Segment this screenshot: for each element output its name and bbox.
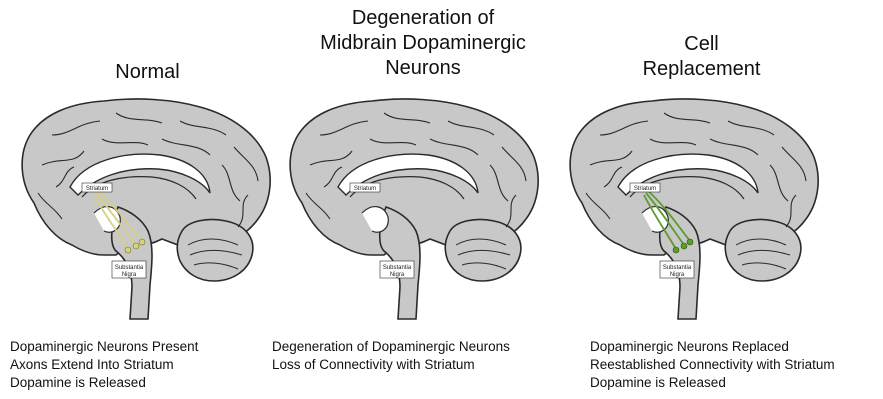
brain-diagram: Striatum Substantia Nigra [12,95,274,320]
striatum-label: Striatum [634,186,656,192]
panel-caption: Dopaminergic Neurons Present Axons Exten… [10,338,198,392]
caption-line: Dopaminergic Neurons Present [10,338,198,356]
title-line: Replacement [534,57,869,82]
nigra-label-box: Substantia Nigra [112,261,146,278]
nigra-label-line: Substantia [663,265,692,271]
title-line: Normal [0,60,295,85]
brain-diagram: Striatum Substantia Nigra [280,95,542,320]
caption-line: Dopamine is Released [590,374,835,392]
brain-outline [22,99,270,319]
nigra-label-box: Substantia Nigra [380,261,414,278]
nigra-label-line: Nigra [122,272,137,278]
striatum-label-box: Striatum [630,183,660,192]
title-line: Degeneration of [258,6,588,31]
panel-caption: Degeneration of Dopaminergic Neurons Los… [272,338,510,374]
panel-title: Normal [0,60,295,85]
title-line: Cell [534,32,869,57]
striatum-label-box: Striatum [82,183,112,192]
panel-title: Cell Replacement [534,32,869,82]
nigra-label-line: Nigra [670,272,685,278]
caption-line: Dopamine is Released [10,374,198,392]
nigra-label-box: Substantia Nigra [660,261,694,278]
caption-line: Axons Extend Into Striatum [10,356,198,374]
striatum-label-box: Striatum [350,183,380,192]
caption-line: Dopaminergic Neurons Replaced [590,338,835,356]
caption-line: Loss of Connectivity with Striatum [272,356,510,374]
panel-normal: Normal Striatum Substanti [0,0,295,399]
caption-line: Degeneration of Dopaminergic Neurons [272,338,510,356]
caption-line: Reestablished Connectivity with Striatum [590,356,835,374]
brain-outline [290,99,538,319]
nigra-label-line: Nigra [390,272,405,278]
panel-caption: Dopaminergic Neurons Replaced Reestablis… [590,338,835,392]
panel-replacement: Cell Replacement Striatum [548,0,883,399]
striatum-label: Striatum [354,186,376,192]
striatum-label: Striatum [86,186,108,192]
brain-diagram: Striatum Substantia Nigra [560,95,822,320]
nigra-label-line: Substantia [115,265,144,271]
brain-outline [570,99,818,319]
nigra-label-line: Substantia [383,265,412,271]
